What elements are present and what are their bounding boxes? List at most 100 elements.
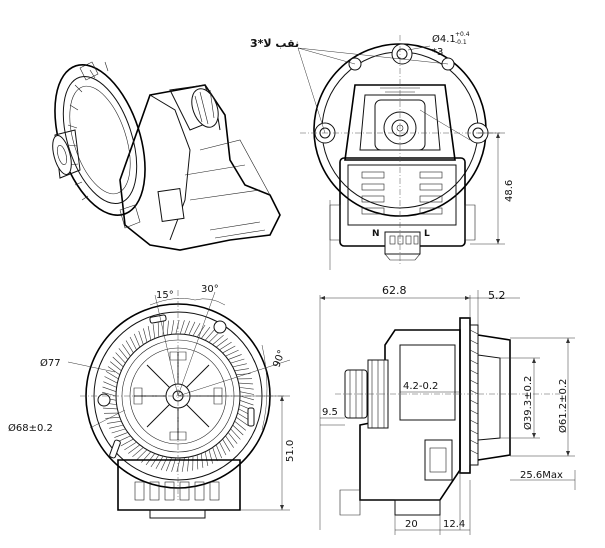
fin-line bbox=[225, 349, 239, 357]
fin-line bbox=[219, 341, 232, 351]
fin-ring bbox=[101, 319, 255, 473]
fin-line bbox=[166, 320, 169, 335]
fin-line bbox=[157, 322, 160, 338]
angle-30-label: 30° bbox=[201, 284, 219, 295]
fin-line bbox=[120, 438, 134, 447]
fin-line bbox=[192, 323, 201, 336]
fin-line bbox=[118, 348, 129, 360]
fin-line bbox=[107, 420, 122, 424]
front-view bbox=[297, 35, 505, 270]
fin-line bbox=[143, 328, 148, 343]
fin-line bbox=[239, 395, 254, 401]
width-628-label: 62.8 bbox=[382, 284, 407, 297]
fin-line bbox=[133, 333, 141, 348]
fin-line bbox=[234, 368, 249, 372]
fin-line bbox=[155, 456, 164, 469]
fin-line bbox=[184, 320, 190, 335]
dia-68-label: Ø68±0.2 bbox=[8, 422, 53, 434]
fin-line bbox=[175, 319, 180, 335]
isometric-view bbox=[52, 61, 281, 251]
fin-line bbox=[239, 400, 254, 406]
top-hole-dia-label: Ø4.1 bbox=[432, 33, 456, 45]
height-top-label: 48.6 bbox=[504, 180, 515, 202]
fin-line bbox=[115, 352, 126, 364]
fin-line bbox=[230, 428, 241, 440]
holes-note-label: 3*نقب لا bbox=[250, 37, 299, 50]
fin-line bbox=[225, 435, 234, 448]
rear-view bbox=[67, 290, 291, 519]
dia-77-label: Ø77 bbox=[40, 357, 61, 369]
fin-line bbox=[204, 329, 215, 341]
top-hole-tol-plus-label: +0.4 bbox=[455, 31, 470, 38]
bottom-20-label: 20 bbox=[405, 519, 418, 530]
fin-line bbox=[114, 432, 128, 438]
fin-line bbox=[232, 363, 247, 368]
depth-42-label: 4.2-0.2 bbox=[403, 381, 438, 392]
fin-line bbox=[234, 420, 246, 431]
top-hole-tol-minus-label: -0.1 bbox=[455, 39, 467, 46]
max-256-label: 25.6Max bbox=[520, 470, 563, 481]
fin-line bbox=[227, 432, 238, 444]
fin-line bbox=[112, 356, 124, 368]
fin-line bbox=[215, 338, 228, 348]
dia-612-label: Ø61.2±0.2 bbox=[557, 379, 569, 433]
fin-line bbox=[212, 334, 224, 345]
fin-line bbox=[236, 416, 249, 426]
top-hole-count-label: *3 bbox=[432, 47, 443, 58]
fin-line bbox=[196, 454, 199, 470]
fin-line bbox=[215, 444, 223, 459]
fin-line bbox=[111, 428, 126, 434]
fin-line bbox=[228, 354, 242, 360]
fin-line bbox=[238, 382, 254, 385]
fin-line bbox=[179, 320, 185, 335]
fin-line bbox=[171, 320, 175, 335]
fin-line bbox=[222, 438, 231, 452]
fin-line bbox=[105, 416, 120, 419]
fin-line bbox=[236, 373, 251, 376]
fin-line bbox=[122, 344, 131, 357]
fin-line bbox=[219, 441, 227, 456]
fin-line bbox=[147, 326, 152, 341]
fin-line bbox=[138, 330, 144, 345]
fin-line bbox=[107, 366, 120, 376]
fin-line bbox=[239, 391, 255, 395]
offset-95-label: 9.5 bbox=[322, 407, 338, 418]
fin-line bbox=[105, 371, 119, 380]
fin-line bbox=[239, 387, 254, 390]
fin-line bbox=[132, 447, 144, 458]
fin-line bbox=[124, 441, 137, 451]
fin-line bbox=[102, 386, 117, 392]
fin-line bbox=[208, 331, 220, 343]
width-52-label: 5.2 bbox=[488, 289, 506, 302]
dia-393-label: Ø39.3±0.2 bbox=[522, 376, 534, 430]
fin-line bbox=[109, 424, 124, 429]
fin-line bbox=[110, 361, 122, 372]
fin-line bbox=[102, 391, 117, 397]
fin-line bbox=[102, 407, 118, 410]
bottom-124-label: 12.4 bbox=[443, 519, 465, 530]
fin-line bbox=[200, 326, 211, 339]
fin-line bbox=[208, 449, 213, 464]
side-view bbox=[319, 290, 576, 535]
fin-line bbox=[150, 454, 160, 468]
fin-line bbox=[152, 324, 156, 339]
fin-line bbox=[230, 358, 245, 364]
angle-90-label: 90° bbox=[271, 349, 287, 369]
fin-line bbox=[129, 336, 137, 351]
fin-line bbox=[188, 321, 196, 336]
fin-line bbox=[204, 451, 209, 466]
height-51-label: 51.0 bbox=[285, 440, 296, 462]
fin-line bbox=[136, 449, 148, 461]
fin-line bbox=[104, 376, 118, 384]
fin-line bbox=[222, 345, 236, 354]
fin-line bbox=[125, 340, 134, 354]
connector-l-label: L bbox=[424, 229, 430, 239]
connector-n-label: N bbox=[372, 229, 380, 239]
fin-line bbox=[160, 456, 168, 471]
fin-line bbox=[212, 447, 218, 462]
fin-line bbox=[232, 424, 244, 436]
fin-line bbox=[103, 381, 117, 388]
angle-15-label: 15° bbox=[156, 290, 174, 301]
fin-line bbox=[128, 444, 141, 454]
